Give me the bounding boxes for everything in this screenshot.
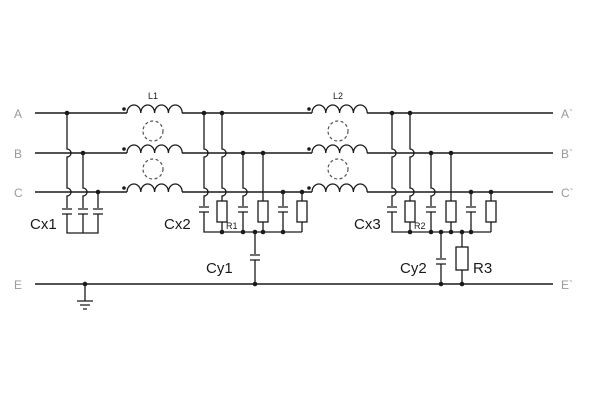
label-l1: L1 — [148, 91, 158, 101]
filter-block-2 — [199, 110, 308, 235]
label-r3: R3 — [473, 260, 492, 277]
inductor-l1 — [122, 104, 183, 193]
bus-label-e-out: E` — [561, 278, 573, 292]
resistor-r3 — [455, 232, 469, 287]
bus-label-c-in: C — [14, 186, 23, 200]
ground-icon — [77, 281, 93, 310]
bus-label-b-out: B` — [561, 147, 573, 161]
filter-block-3 — [387, 110, 497, 235]
bus-label-a-out: A` — [561, 107, 573, 121]
bus-label-e-in: E — [14, 278, 22, 292]
label-r1: R1 — [226, 221, 238, 231]
capacitor-bank-cx1 — [62, 110, 103, 234]
label-r2: R2 — [414, 221, 426, 231]
label-cx3: Cx3 — [354, 216, 381, 233]
bus-label-a-in: A — [14, 107, 22, 121]
label-cy1: Cy1 — [206, 260, 233, 277]
capacitor-cy2 — [436, 232, 446, 287]
bus-label-b-in: B — [14, 147, 22, 161]
label-cy2: Cy2 — [400, 260, 427, 277]
label-cx1: Cx1 — [30, 216, 57, 233]
label-cx2: Cx2 — [164, 216, 191, 233]
bus-lines — [35, 112, 553, 285]
inductor-l2 — [307, 104, 368, 193]
capacitor-cy1 — [250, 232, 260, 287]
bus-label-c-out: C` — [561, 186, 574, 200]
label-l2: L2 — [333, 91, 343, 101]
